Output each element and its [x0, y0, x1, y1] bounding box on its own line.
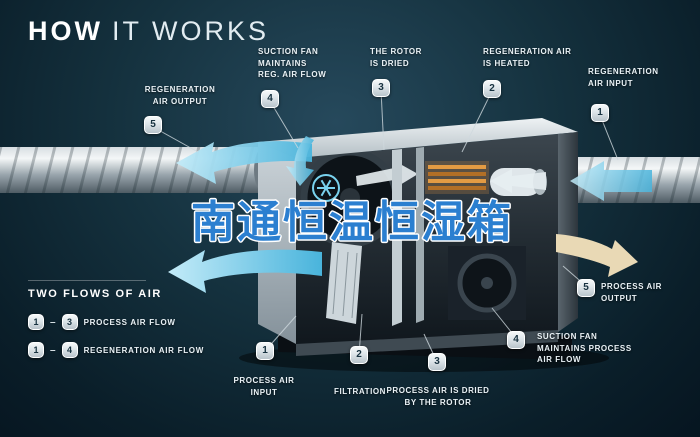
- rotor-hub: [340, 188, 360, 208]
- badge-suction-fan-reg: 4: [261, 90, 279, 108]
- reg-air-down-arrow: [286, 136, 314, 186]
- label-filtration: FILTRATION: [334, 387, 386, 396]
- regeneration-output-arrow: [176, 141, 312, 184]
- legend-badge-1: 1: [28, 314, 44, 330]
- label-process-air-input: PROCESS AIR INPUT: [233, 376, 295, 397]
- legend-label-process-air-flow: PROCESS AIR FLOW: [83, 317, 176, 327]
- right-side-face: [558, 132, 578, 332]
- label-regeneration-air-output: REGENERATION AIR OUTPUT: [144, 85, 216, 106]
- label-process-air-dried: PROCESS AIR IS DRIED BY THE ROTOR: [386, 386, 490, 407]
- regeneration-fan-icon: [312, 174, 340, 202]
- badge-regeneration-air-input: 1: [591, 104, 609, 122]
- label-rotor-is-dried: THE ROTOR IS DRIED: [370, 47, 423, 68]
- divider-panel-2: [416, 147, 424, 323]
- badge-process-air-output: 5: [577, 279, 595, 297]
- legend-badge-3: 3: [61, 314, 78, 330]
- badge-process-air-dried: 3: [428, 353, 446, 371]
- legend-row-process-air: 1 – 3 PROCESS AIR FLOW: [28, 314, 176, 330]
- process-air-swoosh-arrow: [168, 249, 322, 293]
- divider-panel: [392, 149, 402, 326]
- legend-badge-1b: 1: [28, 342, 44, 358]
- label-process-air-output: PROCESS AIR OUTPUT: [601, 282, 662, 303]
- regeneration-input-arrow: [570, 161, 652, 201]
- process-output-arrow: [556, 234, 638, 277]
- title-word-how: HOW: [28, 16, 103, 46]
- label-regeneration-air-heated: REGENERATION AIR IS HEATED: [483, 47, 572, 68]
- top-face: [258, 118, 578, 158]
- legend-badge-4: 4: [61, 342, 78, 358]
- legend-row-regeneration-air: 1 – 4 REGENERATION AIR FLOW: [28, 342, 204, 358]
- label-suction-fan-process: SUCTION FAN MAINTAINS PROCESS AIR FLOW: [537, 332, 632, 365]
- title-word-it-works: IT WORKS: [111, 16, 269, 46]
- badge-filtration: 2: [350, 346, 368, 364]
- legend-divider: [28, 280, 146, 281]
- label-regeneration-air-input: REGENERATION AIR INPUT: [588, 67, 659, 88]
- label-suction-fan-reg: SUCTION FAN MAINTAINS REG. AIR FLOW: [258, 47, 327, 80]
- badge-suction-fan-process: 4: [507, 331, 525, 349]
- flow-arrows: [168, 136, 652, 293]
- legend-label-regeneration-air-flow: REGENERATION AIR FLOW: [83, 345, 205, 355]
- badge-regeneration-air-output: 5: [144, 116, 162, 134]
- badge-regeneration-air-heated: 2: [483, 80, 501, 98]
- legend-heading: TWO FLOWS OF AIR: [28, 288, 162, 300]
- badge-rotor-is-dried: 3: [372, 79, 390, 97]
- legend-dash-2: –: [50, 344, 56, 356]
- legend-dash: –: [50, 316, 56, 328]
- badge-process-air-input: 1: [256, 342, 274, 360]
- air-arrow-through-rotor: [356, 160, 418, 188]
- process-suction-fan: [448, 246, 526, 320]
- machine-cabinet: [239, 118, 609, 372]
- heated-air-arrow: [490, 169, 546, 193]
- page-title: HOW IT WORKS: [28, 16, 269, 47]
- filter-panel: [326, 242, 362, 324]
- left-front-face: [258, 142, 296, 344]
- heater: [425, 161, 489, 194]
